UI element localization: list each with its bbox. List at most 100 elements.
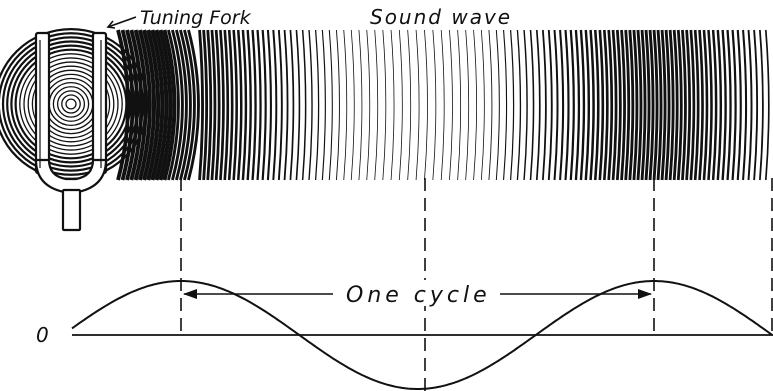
one-cycle-arrow <box>183 289 652 299</box>
wave-band-line <box>711 29 718 181</box>
wave-band-line <box>529 29 535 181</box>
wave-band-line <box>210 29 217 181</box>
wave-band-line <box>640 29 647 181</box>
wave-band-line <box>553 29 559 181</box>
wave-band-line <box>541 29 547 181</box>
wave-band-line <box>574 29 581 181</box>
wave-band-line <box>146 29 161 181</box>
wave-band-line <box>535 29 541 181</box>
wave-band-line <box>523 29 528 181</box>
wave-band-line <box>227 29 234 181</box>
wave-band-line <box>171 29 184 181</box>
wave-band-line <box>636 29 643 181</box>
wave-band-line <box>698 29 704 181</box>
tuning-fork-label: Tuning Fork <box>140 7 252 29</box>
wave-band-line <box>358 29 363 181</box>
wave-band-line <box>465 29 470 181</box>
wave-band-line <box>480 29 485 181</box>
wave-band-line <box>488 29 493 181</box>
wave-band-line <box>656 29 663 181</box>
wave-band-line <box>366 29 371 181</box>
fork-shading <box>39 40 102 168</box>
wave-band-line <box>602 29 609 181</box>
sound-wave-bands <box>116 29 770 181</box>
wave-band-line <box>142 29 157 181</box>
wave-band-line <box>424 29 428 181</box>
vibration-ring <box>56 90 86 118</box>
vibration-ring <box>52 86 90 122</box>
sound-wave-label: Sound wave <box>370 5 512 29</box>
wave-band-line <box>593 29 600 181</box>
wave-band-line <box>569 29 575 181</box>
wave-band-line <box>503 29 508 181</box>
wave-band-line <box>747 29 753 181</box>
wave-band-line <box>277 29 283 181</box>
wave-band-line <box>321 29 326 181</box>
wave-band-line <box>202 29 209 181</box>
wave-band-line <box>620 29 626 181</box>
wave-band-line <box>120 29 135 181</box>
wave-band-line <box>133 29 148 181</box>
wave-band-line <box>137 29 152 181</box>
wave-band-line <box>350 29 355 181</box>
wave-band-line <box>415 29 420 181</box>
wave-band-line <box>473 29 477 181</box>
wave-band-line <box>449 29 453 181</box>
wave-band-line <box>495 29 500 181</box>
wave-band-line <box>726 29 732 181</box>
vibration-rings <box>0 28 149 180</box>
wave-band-line <box>266 29 272 181</box>
wave-band-line <box>343 29 348 181</box>
wave-band-line <box>382 29 387 181</box>
wave-band-line <box>272 29 278 181</box>
wave-band-line <box>162 29 177 181</box>
wave-band-line <box>681 29 687 181</box>
wave-band-line <box>308 29 313 181</box>
wave-band-line <box>219 29 225 181</box>
wave-band-line <box>660 29 667 181</box>
vibration-ring <box>65 98 77 110</box>
wave-band-line <box>187 29 200 181</box>
wave-band-line <box>615 29 622 181</box>
wave-band-line <box>223 29 230 181</box>
wave-band-line <box>261 29 267 181</box>
vibration-ring <box>31 65 111 143</box>
wave-band-line <box>432 29 437 181</box>
wave-band-line <box>167 29 180 181</box>
wave-band-line <box>206 29 213 181</box>
wave-band-line <box>676 29 683 181</box>
wave-band-line <box>129 29 144 181</box>
vibration-ring <box>14 48 128 160</box>
wave-band-line <box>314 29 320 181</box>
wave-band-line <box>283 29 289 181</box>
wave-band-line <box>214 29 221 181</box>
vibration-ring <box>23 57 119 151</box>
wave-band-line <box>689 29 696 181</box>
vibration-ring <box>61 94 81 114</box>
tuning-fork-icon <box>34 31 108 232</box>
wave-band-line <box>158 29 173 181</box>
wave-band-line <box>598 29 605 181</box>
wave-band-line <box>731 29 737 181</box>
wave-band-line <box>179 29 192 181</box>
wave-band-line <box>672 29 679 181</box>
wave-band-line <box>232 29 238 181</box>
sine-wave-curve <box>71 280 773 390</box>
wave-band-line <box>648 29 655 181</box>
wave-band-line <box>154 29 169 181</box>
wave-band-line <box>721 29 727 181</box>
vibration-ring <box>10 44 132 164</box>
wave-band-line <box>516 29 522 181</box>
vibration-ring <box>6 40 136 168</box>
wave-band-line <box>564 29 570 181</box>
wave-band-line <box>198 29 204 181</box>
wave-band-line <box>607 29 614 181</box>
wave-band-line <box>183 29 196 181</box>
wave-band-line <box>328 29 333 181</box>
wave-band-line <box>246 29 252 181</box>
wave-band-line <box>644 29 651 181</box>
wave-band-line <box>707 29 713 181</box>
wave-band-line <box>175 29 188 181</box>
wave-band-line <box>295 29 301 181</box>
